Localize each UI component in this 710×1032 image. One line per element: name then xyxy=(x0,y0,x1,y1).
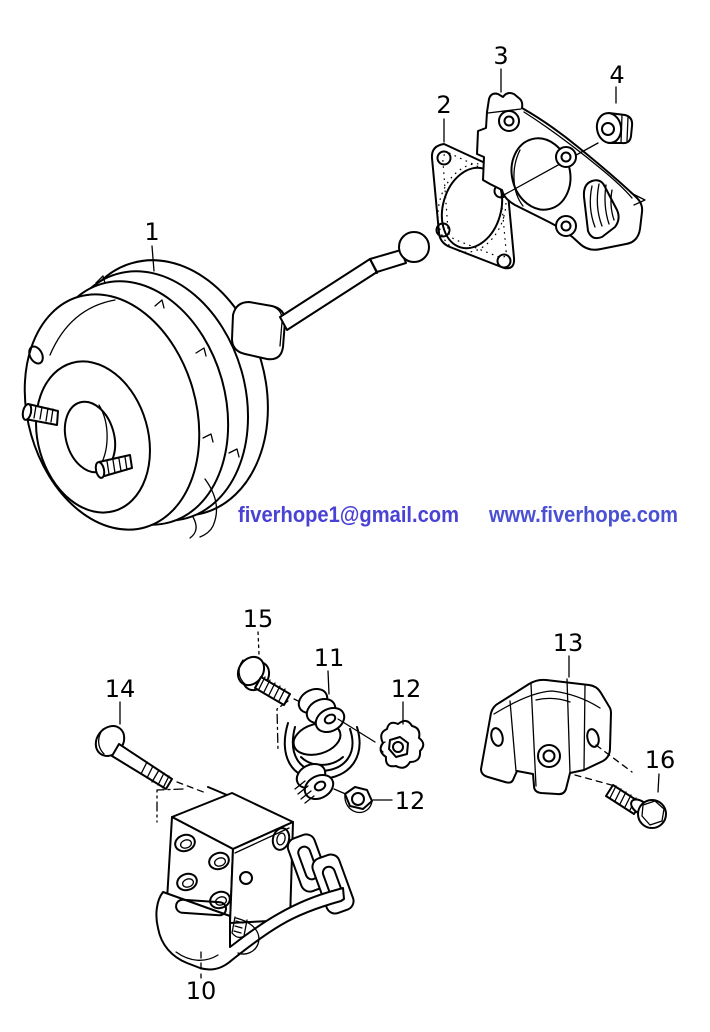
callout-14: 14 xyxy=(105,675,136,725)
bolt-16-part xyxy=(605,784,667,829)
callout-14-label: 14 xyxy=(105,675,136,703)
brake-servo-part xyxy=(21,231,430,539)
callout-12-upper: 12 xyxy=(391,675,422,725)
callout-12-upper-label: 12 xyxy=(391,675,422,703)
callout-12-lower: 12 xyxy=(372,787,426,815)
flange-nut-part xyxy=(595,112,634,145)
callout-4-label: 4 xyxy=(609,61,624,89)
callout-3-label: 3 xyxy=(493,42,508,70)
hex-nut-part xyxy=(344,786,373,814)
callout-15-label: 15 xyxy=(243,605,274,633)
bolt-14-part xyxy=(94,725,207,823)
callout-15: 15 xyxy=(243,605,274,655)
bolt-15-part xyxy=(236,655,314,709)
callout-1-label: 1 xyxy=(144,218,159,246)
abs-unit-part xyxy=(155,786,355,971)
callout-2-label: 2 xyxy=(436,91,451,119)
callout-13-label: 13 xyxy=(553,629,584,657)
callout-4: 4 xyxy=(609,61,625,104)
callout-2: 2 xyxy=(436,91,452,143)
claw-nut-part xyxy=(379,720,425,769)
callout-11: 11 xyxy=(314,644,345,695)
watermark-website: www.fiverhope.com xyxy=(488,502,678,527)
bracket-part xyxy=(480,678,633,796)
callout-16: 16 xyxy=(645,746,676,793)
callout-3: 3 xyxy=(493,42,509,93)
watermark-email: fiverhope1@gmail.com xyxy=(238,502,459,527)
callout-13: 13 xyxy=(553,629,584,678)
clamp-part xyxy=(276,688,376,804)
callout-10: 10 xyxy=(186,951,217,1005)
flange-part xyxy=(476,92,646,251)
callout-16-label: 16 xyxy=(645,746,676,774)
callout-12-lower-label: 12 xyxy=(395,787,426,815)
callout-10-label: 10 xyxy=(186,977,217,1005)
callout-11-label: 11 xyxy=(314,644,345,672)
callout-1: 1 xyxy=(144,218,160,272)
